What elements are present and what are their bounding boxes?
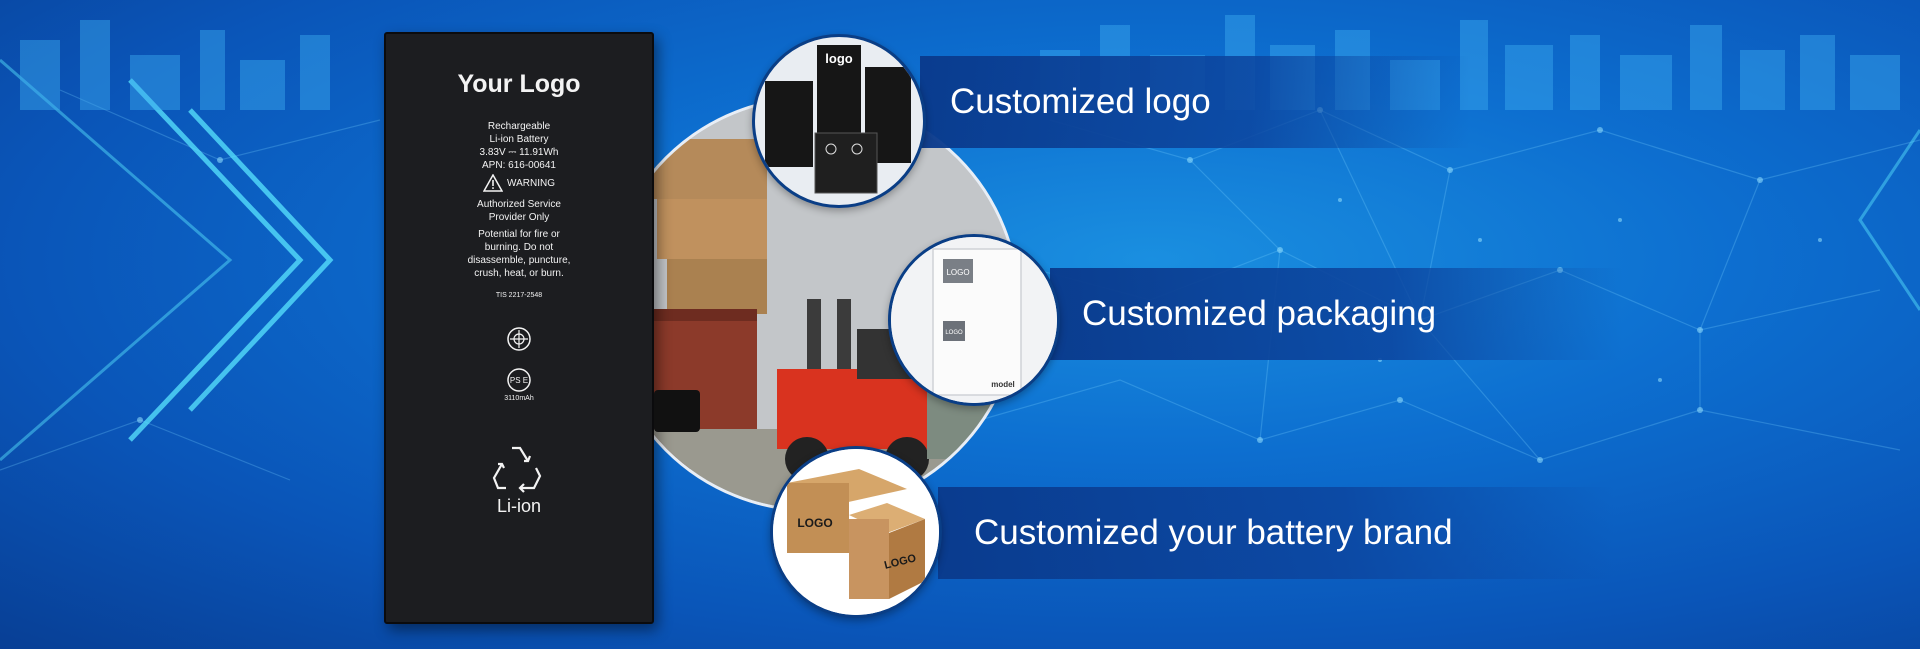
logo-sample-thumbnail: logo xyxy=(752,34,926,208)
feature-label: Customized packaging xyxy=(1082,294,1437,333)
authorized-text: Authorized Service Provider Only xyxy=(386,198,652,224)
battery-flex-cable xyxy=(654,390,700,432)
feature-banner-brand: Customized your battery brand xyxy=(938,487,1614,579)
box-thumbnail: LOGO LOGO xyxy=(770,446,942,618)
feature-banner-logo: Customized logo xyxy=(920,56,1470,148)
logo-sample-text: logo xyxy=(825,51,852,66)
spec-line: APN: 616-00641 xyxy=(482,160,556,171)
feature-label: Customized logo xyxy=(950,82,1211,121)
fire-line: disassemble, puncture, xyxy=(467,255,571,266)
fire-line: Potential for fire or xyxy=(478,229,560,240)
battery-logo-text: Your Logo xyxy=(457,70,581,98)
fire-warning-text: Potential for fire or burning. Do not di… xyxy=(386,228,652,280)
feature-label: Customized your battery brand xyxy=(974,513,1453,552)
chemistry-label: Li-ion xyxy=(496,496,542,516)
pse-mark-icon: PS E xyxy=(507,368,531,392)
warning-label: WARNING xyxy=(507,177,555,189)
pse-text: PS E xyxy=(510,376,528,385)
fire-line: burning. Do not xyxy=(484,242,554,253)
packaging-logo-text: LOGO xyxy=(946,268,969,277)
packaging-logo-text: LOGO xyxy=(945,330,963,336)
packaging-thumbnail: LOGO LOGO model xyxy=(888,234,1060,406)
warning-icon xyxy=(483,174,504,192)
battery-product: Your Logo Rechargeable Li-ion Battery 3.… xyxy=(384,32,654,624)
tis-mark-icon xyxy=(507,327,531,351)
capacity-label: 3110mAh xyxy=(504,395,534,402)
recycle-icon xyxy=(492,446,542,493)
fire-line: crush, heat, or burn. xyxy=(474,268,564,279)
authorized-line: Provider Only xyxy=(488,212,550,223)
tis-label: TIS 2217-2548 xyxy=(495,292,543,299)
authorized-line: Authorized Service xyxy=(477,199,561,210)
feature-banner-packaging: Customized packaging xyxy=(1050,268,1622,360)
spec-line: Li-ion Battery xyxy=(489,134,549,145)
battery-warning: WARNING xyxy=(386,174,652,192)
spec-line: 3.83V ⎓ 11.91Wh xyxy=(479,147,559,158)
battery-spec: Rechargeable Li-ion Battery 3.83V ⎓ 11.9… xyxy=(386,120,652,172)
packaging-model-text: model xyxy=(991,380,1015,389)
spec-line: Rechargeable xyxy=(487,121,551,132)
box-logo-text: LOGO xyxy=(797,516,832,530)
